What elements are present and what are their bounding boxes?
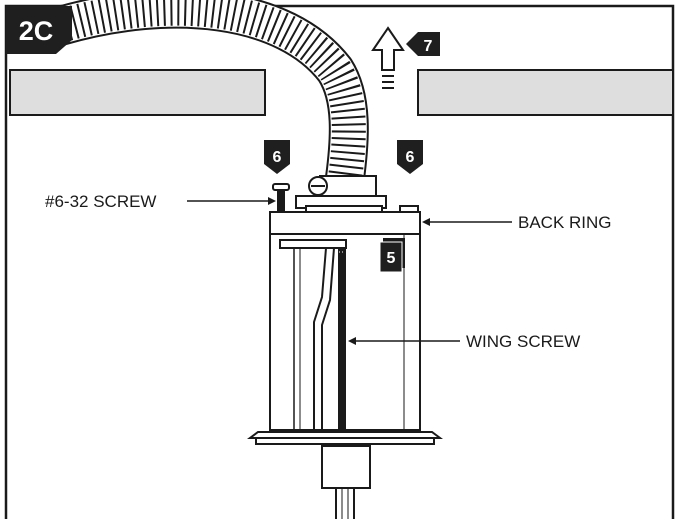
callout-6-right-number: 6	[406, 149, 415, 166]
callout-badge-5: 5	[379, 238, 405, 273]
screw-6-32	[272, 183, 290, 212]
screw-label: #6-32 SCREW	[45, 192, 156, 211]
back-ring-label: BACK RING	[518, 213, 612, 232]
wing-screw-label: WING SCREW	[466, 332, 580, 351]
callout-5-number: 5	[387, 250, 396, 267]
flexible-conduit	[54, 0, 369, 181]
ceiling-panel-left	[9, 69, 266, 116]
up-arrow-icon	[371, 26, 405, 89]
callout-7-number: 7	[424, 38, 433, 55]
step-label: 2C	[19, 16, 54, 46]
back-ring-leader-arrow	[422, 218, 430, 226]
back-ring-tab	[399, 205, 419, 213]
step-badge-2c: 2C	[6, 6, 72, 54]
callout-badge-7: 7	[406, 32, 440, 56]
back-ring	[269, 211, 421, 235]
bottom-flange	[247, 431, 443, 445]
ceiling-panel-right	[417, 69, 674, 116]
callout-6-left-number: 6	[273, 149, 282, 166]
callout-badge-6-left: 6	[264, 140, 290, 174]
downrod-coupling	[321, 445, 371, 524]
callout-badge-6-right: 6	[397, 140, 423, 174]
wing-screw-leader-arrow	[348, 337, 356, 345]
screw-leader-arrow	[268, 197, 276, 205]
wing-screw	[338, 248, 346, 448]
conduit-connector	[295, 175, 387, 215]
mounting-bracket	[313, 247, 336, 431]
